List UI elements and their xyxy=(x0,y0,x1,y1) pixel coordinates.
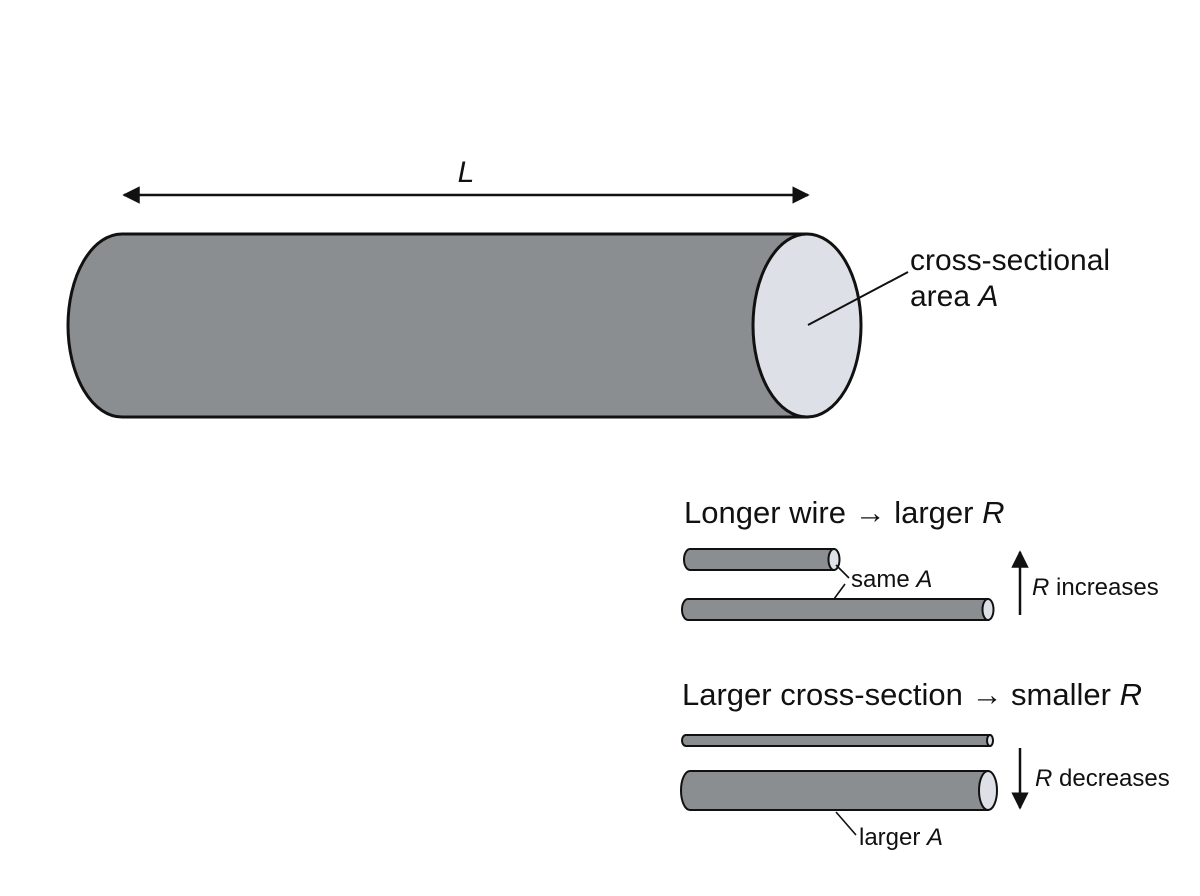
same-area-label: same A xyxy=(851,566,932,593)
area-leader-line xyxy=(807,271,909,326)
length-label: L xyxy=(458,156,475,189)
main-wire-body xyxy=(66,232,809,419)
r-increases-label: R increases xyxy=(1032,574,1159,601)
main-wire-end-face xyxy=(751,232,863,419)
r-decreases-label: R decreases xyxy=(1035,765,1170,792)
area-panel-heading: Larger cross-section → smaller R xyxy=(682,677,1142,712)
main-wire-cylinder xyxy=(66,232,863,419)
length-effect-panel: Longer wire → larger R same A R increase… xyxy=(681,495,1159,621)
same-area-leader xyxy=(833,564,850,600)
thin-wire xyxy=(681,734,994,747)
area-label-line1: cross-sectional xyxy=(910,244,1110,277)
area-effect-panel: Larger cross-section → smaller R larger … xyxy=(680,677,1170,851)
area-label-line2: area A xyxy=(910,280,998,313)
thick-wire xyxy=(680,770,998,811)
larger-area-leader xyxy=(835,811,857,836)
long-wire xyxy=(681,598,995,621)
short-wire xyxy=(683,548,841,571)
length-panel-heading: Longer wire → larger R xyxy=(684,495,1004,530)
larger-area-label: larger A xyxy=(859,824,943,851)
